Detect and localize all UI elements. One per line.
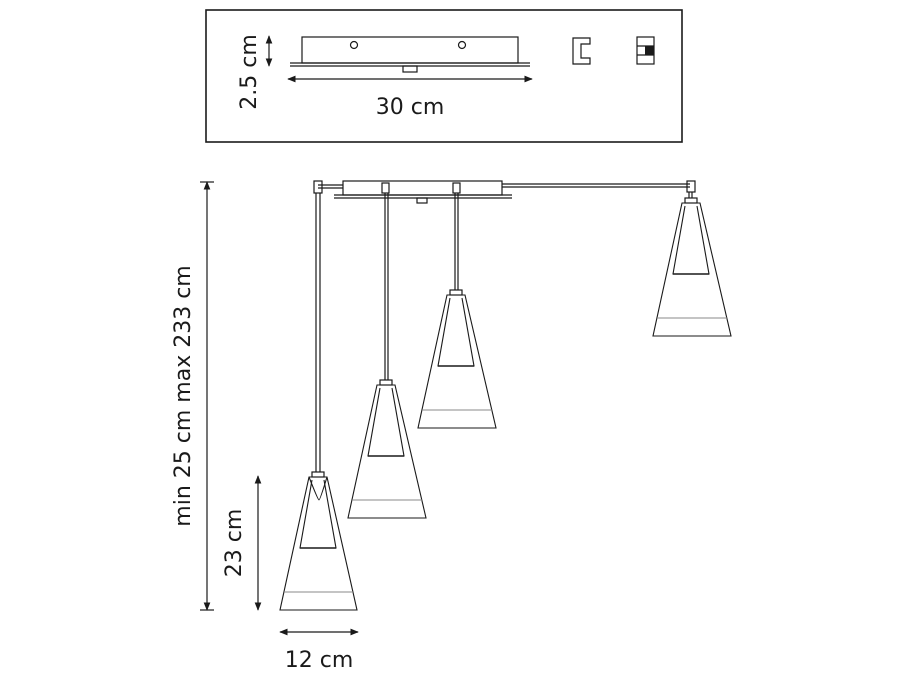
canopy-plate-side-view xyxy=(290,36,530,73)
inset-frame xyxy=(205,9,683,143)
pendant-shade-1 xyxy=(279,471,358,611)
cable-connector xyxy=(452,182,461,194)
pendant-shade-2 xyxy=(347,379,427,519)
shade-width-label: 12 cm xyxy=(285,648,354,673)
cable-connector xyxy=(313,180,323,194)
lamp-assembly xyxy=(279,180,732,611)
drop-dimension: min 25 cm max 233 cm xyxy=(171,181,214,611)
canopy-width-label: 30 cm xyxy=(376,95,445,120)
canopy-height-label: 2.5 cm xyxy=(237,34,262,110)
mounting-bracket-icon xyxy=(572,37,591,65)
shade-height-dimension: 23 cm xyxy=(222,475,262,611)
cable-connector xyxy=(686,180,696,193)
canopy-detail-inset: 30 cm 2.5 cm xyxy=(205,9,683,143)
pendant-shade-3 xyxy=(417,289,497,429)
pendant-shade-4 xyxy=(652,197,732,337)
terminal-block-icon xyxy=(636,36,655,65)
cable-connector xyxy=(381,182,390,194)
drop-range-label: min 25 cm max 233 cm xyxy=(171,265,196,526)
shade-width-dimension: 12 cm xyxy=(279,628,359,673)
shade-height-label: 23 cm xyxy=(222,509,247,578)
canopy-bar xyxy=(334,180,512,204)
